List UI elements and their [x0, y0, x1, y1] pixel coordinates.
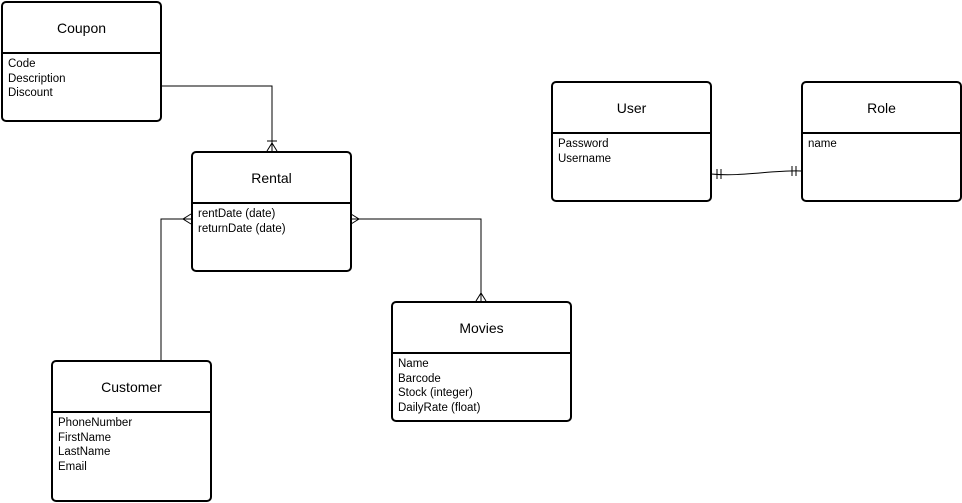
attribute: Code [8, 58, 36, 70]
entity-title: Role [803, 83, 960, 134]
entity-attributes: rentDate (date) returnDate (date) [198, 207, 286, 236]
attribute: Discount [8, 87, 53, 99]
connector-customer-rental [160, 218, 191, 360]
entity-title: Customer [53, 362, 210, 413]
entity-rental[interactable]: Rental rentDate (date) returnDate (date) [191, 151, 352, 272]
attribute: FirstName [58, 431, 112, 444]
entity-title: Movies [393, 303, 570, 354]
entity-title: User [553, 83, 710, 134]
attribute: Email [58, 460, 87, 473]
attribute: name [808, 138, 837, 150]
attribute: Username [558, 152, 612, 165]
attribute: LastName [58, 446, 111, 458]
entity-attributes: name [808, 137, 837, 152]
attribute: Description [8, 72, 66, 85]
attribute: Barcode [398, 372, 441, 385]
entity-attributes: PhoneNumber FirstName LastName Email [58, 416, 132, 474]
one-and-only-one-marker [791, 166, 797, 176]
crowfoot-many-marker [350, 213, 360, 225]
entity-title: Rental [193, 153, 350, 204]
attribute: rentDate (date) [198, 208, 276, 220]
connector-user-role [710, 170, 802, 176]
attribute: Password [558, 138, 609, 150]
crowfoot-many-marker [475, 292, 487, 302]
entity-role[interactable]: Role name [801, 81, 962, 202]
attribute: Stock (integer) [398, 387, 473, 399]
crowfoot-many-marker [182, 213, 192, 225]
entity-movies[interactable]: Movies Name Barcode Stock (integer) Dail… [391, 301, 572, 422]
attribute: PhoneNumber [58, 417, 133, 429]
entity-customer[interactable]: Customer PhoneNumber FirstName LastName … [51, 360, 212, 502]
attribute: returnDate (date) [198, 222, 286, 235]
entity-attributes: Name Barcode Stock (integer) DailyRate (… [398, 357, 480, 415]
entity-title: Coupon [3, 3, 160, 54]
entity-attributes: Code Description Discount [8, 57, 66, 101]
connector-rental-movies [351, 218, 482, 301]
entity-user[interactable]: User Password Username [551, 81, 712, 202]
one-or-many-marker [266, 140, 278, 152]
entity-coupon[interactable]: Coupon Code Description Discount [1, 1, 162, 122]
entity-attributes: Password Username [558, 137, 611, 166]
attribute: DailyRate (float) [398, 401, 481, 414]
attribute: Name [398, 358, 429, 370]
connector-coupon-rental [162, 85, 273, 151]
one-and-only-one-marker [716, 169, 722, 179]
